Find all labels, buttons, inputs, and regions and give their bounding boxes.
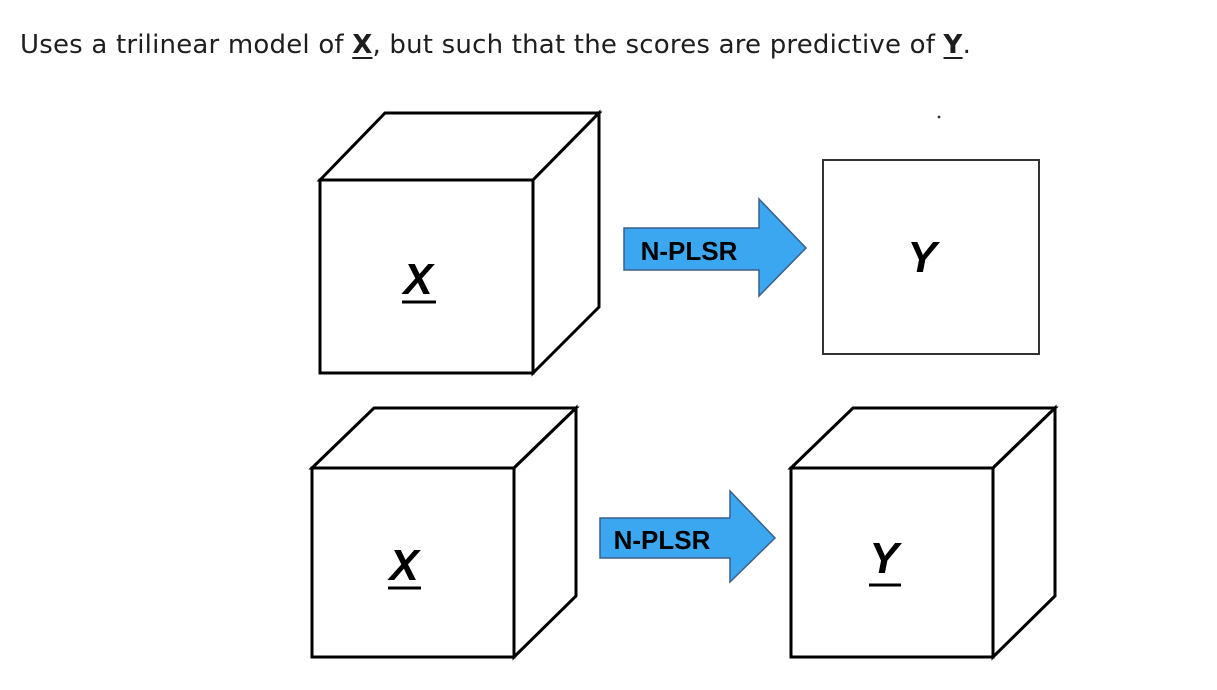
top-arrow-shape (623, 197, 808, 298)
top-y-label: Y (907, 233, 940, 282)
caption-y-symbol: Y (943, 30, 963, 60)
bottom-x-label: X (386, 541, 421, 590)
bottom-y-label: Y (869, 534, 902, 583)
top-y-square (822, 159, 1040, 355)
bottom-arrow-shape (599, 489, 777, 584)
top-x-cube-front-face (318, 178, 535, 375)
caption-middle: , but such that the scores are predictiv… (372, 30, 944, 60)
top-arrow-icon: N-PLSR (623, 197, 808, 298)
top-x-cube-icon: X (316, 109, 603, 377)
bottom-y-cube-icon: Y (787, 404, 1059, 661)
top-x-label: X (400, 255, 435, 304)
bottom-arrow-icon: N-PLSR (599, 489, 777, 584)
caption-prefix: Uses a trilinear model of (20, 30, 353, 60)
bottom-arrow-label: N-PLSR (614, 525, 711, 555)
top-arrow-label: N-PLSR (641, 236, 738, 266)
stray-dot (937, 115, 941, 119)
bottom-y-cube-front-face (789, 466, 995, 659)
top-y-square-icon: Y (822, 159, 1040, 355)
caption-suffix: . (962, 30, 972, 60)
bottom-x-cube-front-face (310, 466, 516, 659)
caption-x-symbol: X (352, 30, 373, 60)
bottom-x-cube-icon: X (308, 404, 580, 661)
caption-sentence: Uses a trilinear model of X, but such th… (20, 30, 971, 60)
